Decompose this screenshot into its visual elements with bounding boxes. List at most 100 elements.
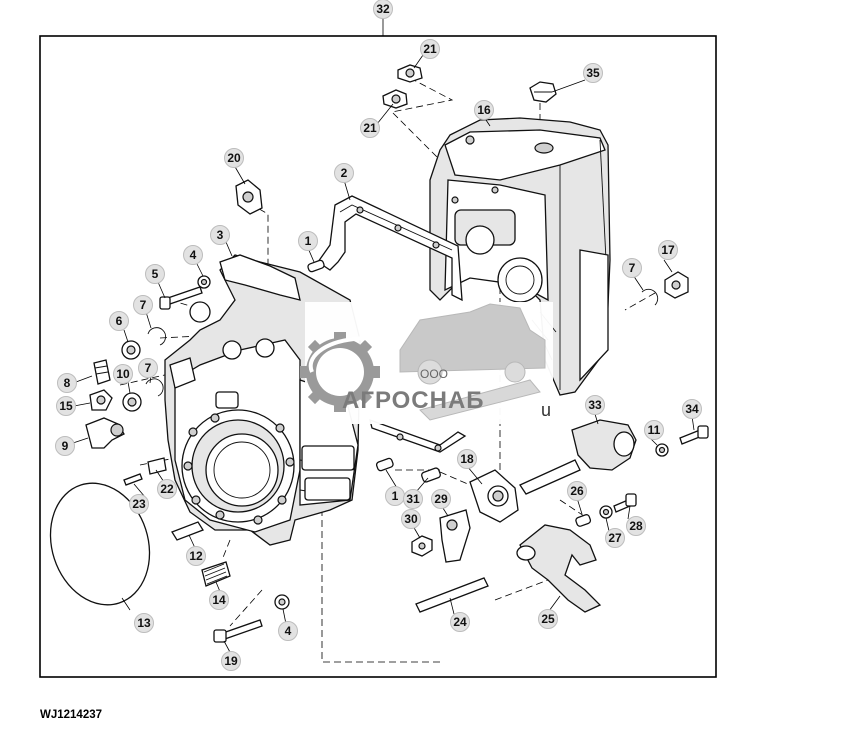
washer-11: [655, 443, 669, 457]
callout-32: 32: [373, 0, 393, 19]
callout-18: 18: [457, 449, 477, 469]
callout-23: 23: [129, 494, 149, 514]
svg-text:14: 14: [212, 593, 226, 607]
svg-text:2: 2: [341, 166, 348, 180]
callout-7-lower-left: 7: [138, 358, 158, 378]
callout-17: 17: [658, 240, 678, 260]
svg-text:28: 28: [629, 519, 643, 533]
svg-text:6: 6: [116, 314, 123, 328]
svg-text:33: 33: [588, 398, 602, 412]
svg-text:11: 11: [648, 423, 661, 437]
pin-1-lower: [375, 457, 394, 472]
svg-text:3: 3: [217, 228, 224, 242]
callout-21-upper: 21: [420, 39, 440, 59]
bolt-5: [159, 286, 203, 310]
callout-5: 5: [145, 264, 165, 284]
callout-10: 10: [113, 364, 133, 384]
ring-7-c: [641, 288, 659, 306]
lever-29: [439, 509, 471, 563]
svg-text:25: 25: [541, 612, 555, 626]
svg-text:4: 4: [190, 248, 197, 262]
callout-13: 13: [134, 613, 154, 633]
callout-34: 34: [682, 399, 702, 419]
callout-4-upper: 4: [183, 245, 203, 265]
shaft-24: [415, 577, 489, 613]
plug-6: [121, 340, 141, 360]
callout-2: 2: [334, 163, 354, 183]
callout-29: 29: [431, 489, 451, 509]
svg-text:7: 7: [629, 261, 636, 275]
svg-text:29: 29: [434, 492, 448, 506]
plate-20: [235, 179, 263, 215]
nut-15: [89, 389, 113, 411]
watermark-gear-icon: [300, 332, 422, 412]
svg-text:9: 9: [62, 439, 69, 453]
svg-text:34: 34: [685, 402, 699, 416]
svg-text:7: 7: [145, 361, 152, 375]
svg-text:17: 17: [661, 243, 675, 257]
pin-26: [575, 514, 592, 527]
svg-text:20: 20: [227, 151, 241, 165]
svg-text:26: 26: [570, 484, 584, 498]
svg-text:12: 12: [189, 549, 203, 563]
figure-id-label: WJ1214237: [40, 709, 103, 721]
callout-11: 11: [644, 420, 664, 440]
svg-text:23: 23: [132, 497, 146, 511]
callout-20: 20: [224, 148, 244, 168]
seal-13: [49, 482, 151, 606]
callout-30: 30: [401, 509, 421, 529]
ring-7-a: [147, 327, 166, 346]
svg-text:30: 30: [404, 512, 418, 526]
callout-21-lower: 21: [360, 118, 380, 138]
diagram-frame: [39, 35, 717, 678]
callout-22: 22: [157, 479, 177, 499]
callout-4-lower: 4: [278, 621, 298, 641]
callout-12: 12: [186, 546, 206, 566]
bolt-28: [613, 493, 637, 513]
svg-text:1: 1: [305, 234, 312, 248]
bolt-34: [679, 425, 709, 445]
callout-15: 15: [56, 396, 76, 416]
elbow-9: [85, 417, 125, 449]
callout-7-upper-left: 7: [133, 295, 153, 315]
screws-23-22: [123, 457, 167, 486]
callout-26: 26: [567, 481, 587, 501]
callout-24: 24: [450, 612, 470, 632]
pin-1-upper: [307, 259, 325, 273]
pin-12: [171, 521, 204, 541]
svg-text:32: 32: [376, 2, 390, 16]
callout-27: 27: [605, 528, 625, 548]
callout-19: 19: [221, 651, 241, 671]
callout-16: 16: [474, 100, 494, 120]
nut-30: [411, 535, 433, 557]
callout-7-right: 7: [622, 258, 642, 278]
svg-text:8: 8: [64, 376, 71, 390]
callout-31: 31: [403, 489, 423, 509]
plug-10: [122, 392, 142, 412]
watermark-prefix: ООО: [420, 367, 448, 381]
svg-text:15: 15: [59, 399, 73, 413]
watermark: ООО АГРОСНАБ u: [300, 302, 553, 424]
callout-33: 33: [585, 395, 605, 415]
plug-17: [664, 271, 689, 299]
svg-text:27: 27: [608, 531, 622, 545]
svg-text:19: 19: [224, 654, 238, 668]
plug-35: [529, 81, 557, 103]
washer-27: [599, 505, 613, 519]
callout-3: 3: [210, 225, 230, 245]
callout-9: 9: [55, 436, 75, 456]
sensor-21-upper: [397, 64, 423, 83]
svg-text:16: 16: [477, 103, 491, 117]
callout-14: 14: [209, 590, 229, 610]
svg-text:1: 1: [392, 489, 399, 503]
svg-text:18: 18: [460, 452, 474, 466]
callout-35: 35: [583, 63, 603, 83]
svg-text:13: 13: [137, 616, 151, 630]
svg-text:31: 31: [406, 492, 420, 506]
sensor-21-lower: [382, 89, 408, 109]
washer-4-upper: [197, 275, 211, 289]
watermark-harvester-icon: [399, 303, 546, 421]
bolt-19: [213, 619, 263, 643]
svg-text:7: 7: [140, 298, 147, 312]
callout-6: 6: [109, 311, 129, 331]
